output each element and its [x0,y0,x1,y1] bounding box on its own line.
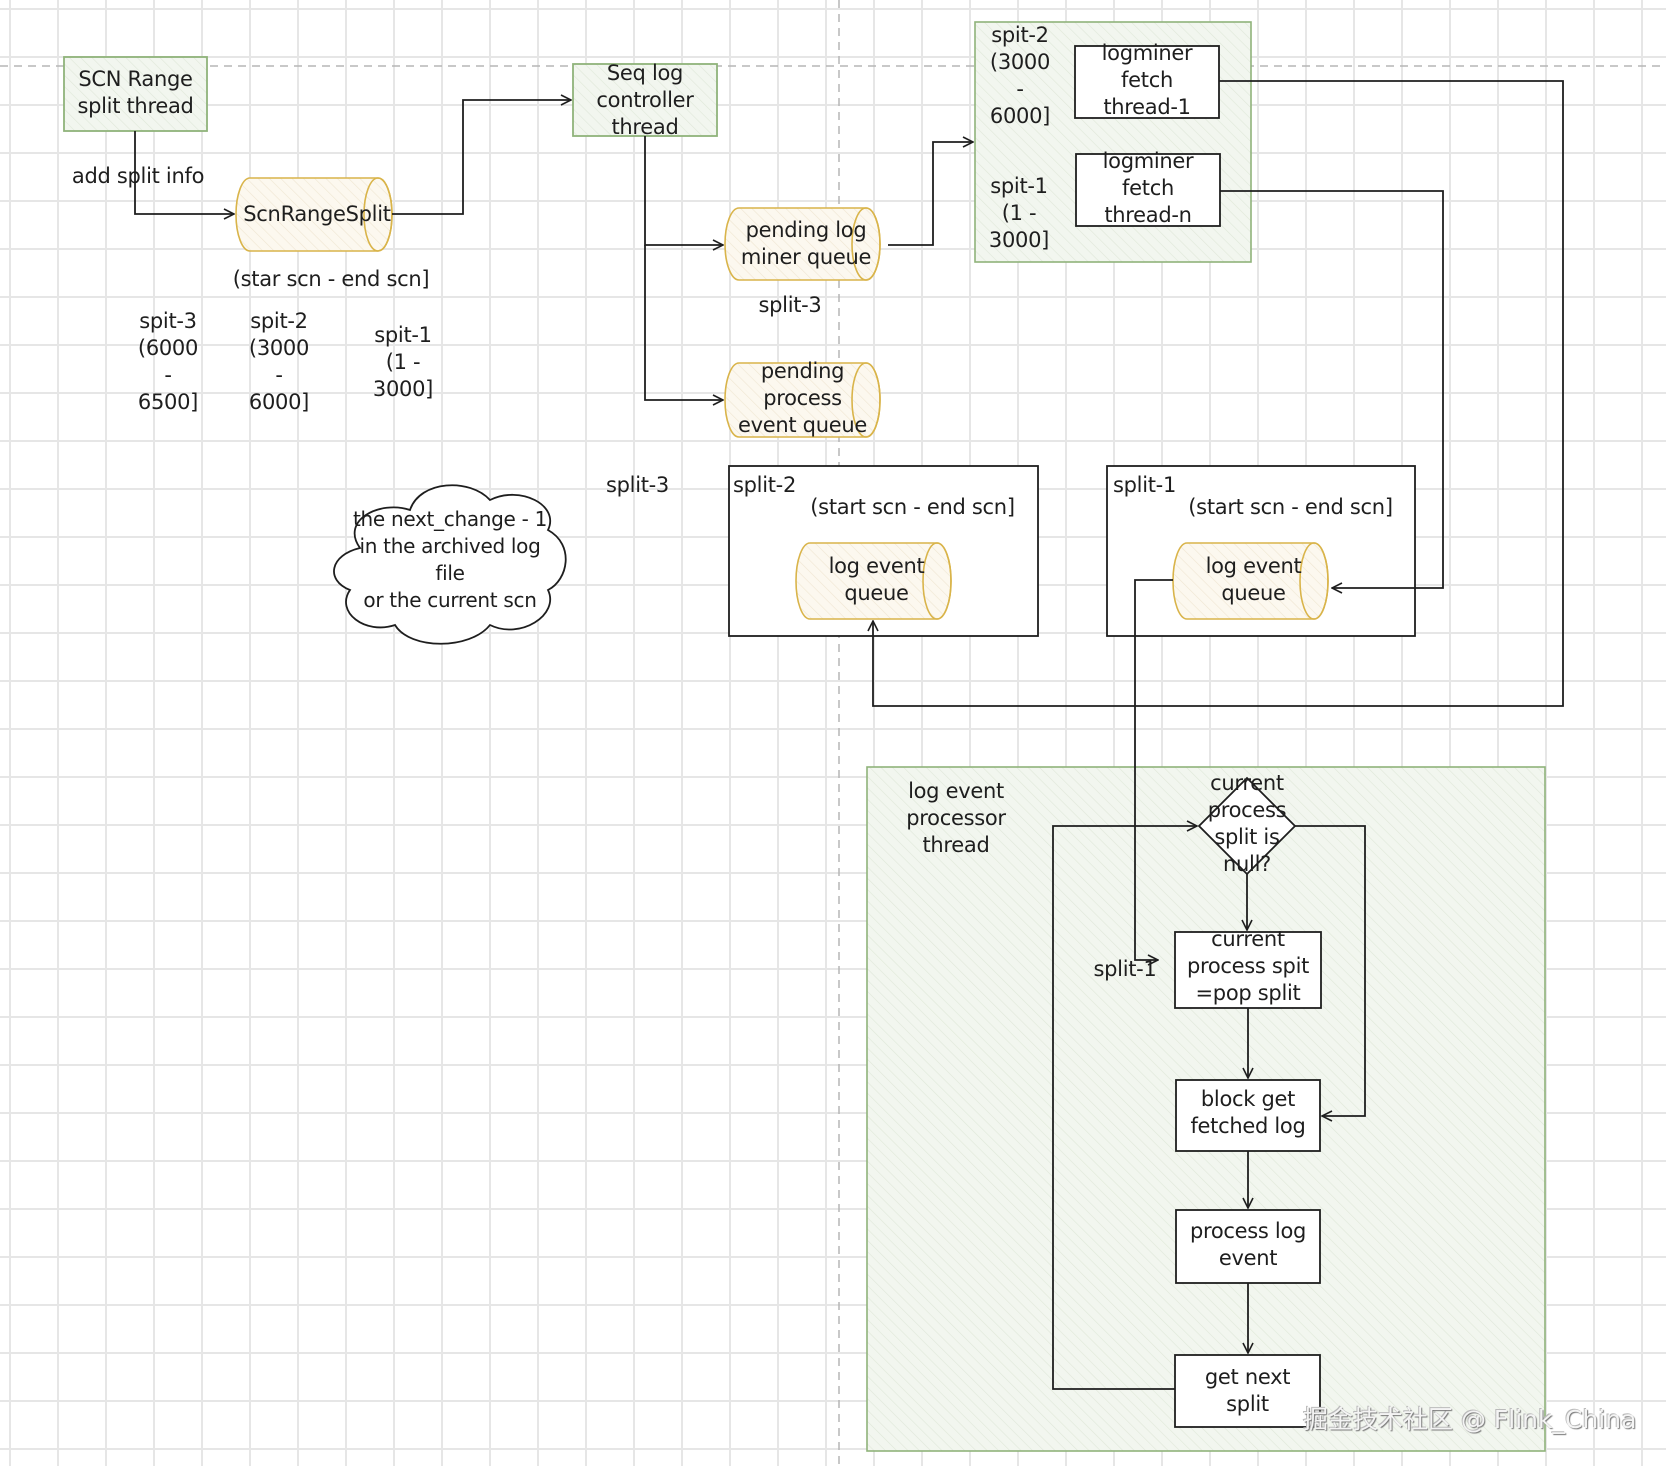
step-get-next-split-box[interactable] [1174,1354,1321,1428]
fetch-split-2-label: spit-2 (3000 - 6000] [989,23,1051,128]
pending-split-1-label: spit-1 (1 - 3000] [372,323,434,401]
split-1-queue-label: log event queue [1205,554,1302,605]
logminer-fetch-thread-1-box[interactable] [1074,45,1220,119]
scn-split-thread-label: SCN Range split thread [77,67,194,118]
logminer-fetch-thread-n-label: logminer fetch thread-n [1102,149,1194,227]
pending-logminer-queue-label: pending log miner queue [740,218,872,269]
split-1-range: (start scn - end scn] [1188,495,1393,519]
arrow-scn-to-split-queue [134,131,234,214]
incoming-split-1-label: split-1 [1093,957,1157,981]
split-2-event-queue-cylinder[interactable] [795,542,952,620]
arrow-thread-n-to-split-1-queue [1220,190,1444,588]
arrow-get-next-to-decision [1052,826,1197,1390]
pending-split-2-label: spit-2 (3000 - 6000] [248,309,310,414]
cloud-note-text: the next_change - 1 in the archived log … [352,507,548,612]
step-process-event-label: process log event [1189,1219,1307,1270]
seq-controller-box[interactable] [572,63,718,137]
seq-controller-label: Seq log controller thread [596,61,694,139]
step-pop-split-label: current process spit =pop split [1186,927,1310,1005]
decision-label: current process split is null? [1207,771,1287,876]
split-1-title: split-1 [1113,473,1177,497]
arrow-thread-1-to-split-2-queue [873,80,1564,707]
pending-logminer-split-label: split-3 [758,293,822,317]
arrow-controller-to-logminer-queue [644,136,723,245]
logminer-fetch-thread-1-label: logminer fetch thread-1 [1101,41,1193,119]
step-block-get-label: block get fetched log [1190,1087,1306,1138]
add-split-info-label: add split info [71,164,205,188]
pending-split-3-label: spit-3 (6000 - 6500] [137,309,199,414]
arrow-decision-to-block-get [1295,825,1366,1116]
step-pop-split-box[interactable] [1174,931,1322,1009]
step-get-next-split-label: get next split [1204,1365,1291,1416]
pending-logminer-queue-cylinder[interactable] [724,207,881,281]
split-2-title: split-2 [733,473,797,497]
scn-range-split-cylinder[interactable] [235,177,393,252]
note-cloud [333,484,567,645]
split-1-event-queue-cylinder[interactable] [1172,542,1329,620]
scn-range-split-label: ScnRangeSplit [243,202,391,226]
scn-range-caption: (star scn - end scn] [232,267,430,291]
scn-split-thread-box[interactable] [63,56,208,132]
split-2-range: (start scn - end scn] [810,495,1015,519]
pending-process-queue-label: pending process event queue [738,359,867,437]
arrow-controller-to-process-queue [644,245,723,400]
logminer-fetch-thread-n-box[interactable] [1075,153,1221,227]
arrow-split-1-queue-to-processor [1134,579,1173,960]
split-2-queue-label: log event queue [828,554,925,605]
arrow-logminer-queue-to-fetch-group [888,142,973,246]
floating-split-3-label: split-3 [605,473,669,497]
watermark: 掘金技术社区 @ Flink_China [1303,1405,1637,1434]
fetch-split-1-label: spit-1 (1 - 3000] [988,174,1050,252]
arrow-split-queue-to-controller [392,100,571,215]
pending-process-queue-cylinder[interactable] [724,362,881,438]
processor-title: log event processor thread [906,779,1006,857]
